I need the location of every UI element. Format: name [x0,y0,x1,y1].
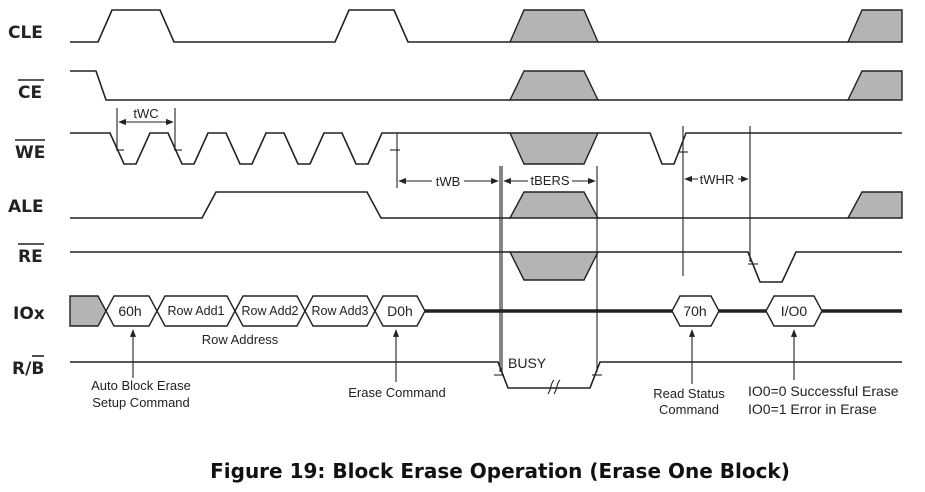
signal-label-rb: R/B [12,359,44,379]
bus-label-row-add1: Row Add1 [168,304,225,318]
ce-waveform [70,70,903,101]
setup-command-line2: Setup Command [92,395,190,410]
we-waveform [70,132,902,165]
timing-label-tbers: tBERS [530,173,569,188]
signal-label-iox: IOx [13,304,45,324]
io0-error-note: IO0=1 Error in Erase [748,401,877,417]
bus-label-60h: 60h [118,303,141,319]
read-status-line1: Read Status [653,386,725,401]
iox-bus: 60h Row Add1 Row Add2 Row Add3 D0h 70h I… [69,295,902,327]
busy-label: BUSY [508,355,547,371]
re-waveform [70,251,902,283]
bus-label-io0: I/O0 [781,303,808,319]
timing-arrows [118,118,749,185]
annotation-pointers [129,329,798,384]
signal-label-cle: CLE [8,23,43,43]
bus-label-70h: 70h [683,303,706,319]
rb-waveform [70,361,902,395]
bus-label-row-add3: Row Add3 [312,304,369,318]
setup-command-line1: Auto Block Erase [91,378,191,393]
timing-reference-lines [116,108,751,372]
signal-label-ce: CE [18,83,42,103]
timing-label-twb: tWB [436,174,461,189]
read-status-line2: Command [659,402,719,417]
erase-command-label: Erase Command [348,385,446,400]
figure-caption: Figure 19: Block Erase Operation (Erase … [210,459,790,483]
io0-success-note: IO0=0 Successful Erase [748,383,899,399]
bus-label-row-add2: Row Add2 [242,304,299,318]
signal-label-ale: ALE [8,197,44,217]
ale-waveform [70,191,903,219]
timing-label-twhr: tWHR [700,172,735,187]
cle-waveform [70,9,903,43]
bus-label-d0h: D0h [387,303,413,319]
row-address-label: Row Address [202,332,279,347]
timing-label-twc: tWC [133,106,158,121]
signal-label-re: RE [18,247,43,267]
signal-label-we: WE [15,143,45,163]
